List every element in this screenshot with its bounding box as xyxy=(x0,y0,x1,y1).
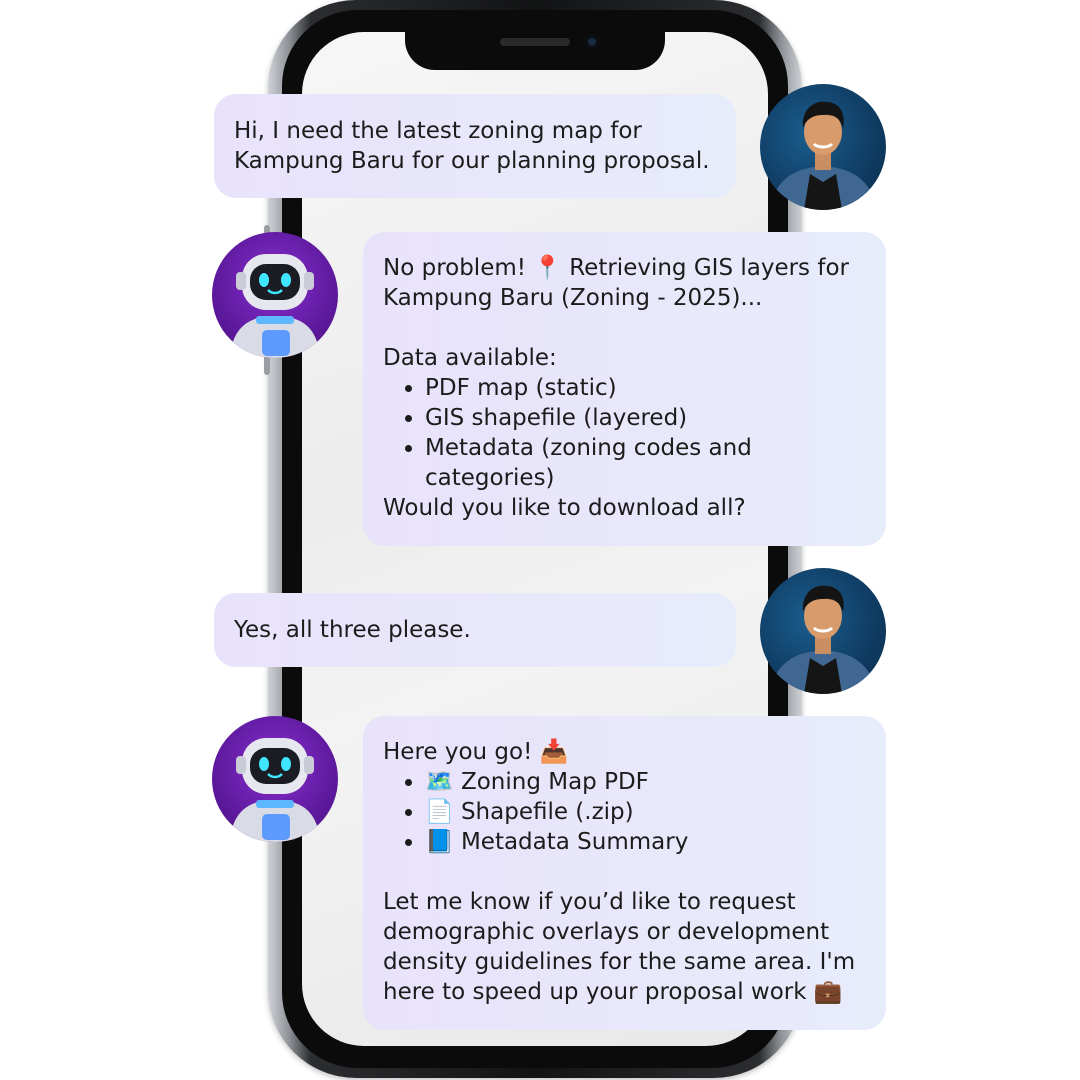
download-link-shapefile[interactable]: 📄 Shapefile (.zip) xyxy=(425,797,866,827)
spacer xyxy=(383,313,866,343)
message-line: Kampung Baru for our planning proposal. xyxy=(234,148,710,174)
message-line: demographic overlays or development xyxy=(383,919,830,945)
data-list: PDF map (static) GIS shapefile (layered)… xyxy=(383,373,866,493)
message-line: Let me know if you’d like to request xyxy=(383,889,796,915)
bot-avatar xyxy=(212,232,338,358)
list-item: Metadata (zoning codes and categories) xyxy=(425,433,755,493)
phone-speaker xyxy=(500,38,570,46)
list-item: GIS shapefile (layered) xyxy=(425,403,866,433)
robot-icon xyxy=(230,254,320,358)
bot-message-bubble: Here you go! 📥 🗺️ Zoning Map PDF 📄 Shape… xyxy=(363,716,886,1030)
bot-avatar xyxy=(212,716,338,842)
user-message-bubble: Hi, I need the latest zoning map for Kam… xyxy=(214,94,736,198)
message-line: Hi, I need the latest zoning map for xyxy=(234,118,642,144)
message-line: here to speed up your proposal work 💼 xyxy=(383,979,843,1005)
data-heading: Data available: xyxy=(383,345,557,371)
message-line: Here you go! 📥 xyxy=(383,739,569,765)
phone-camera xyxy=(585,35,599,49)
download-link-metadata[interactable]: 📘 Metadata Summary xyxy=(425,827,866,857)
user-message-bubble: Yes, all three please. xyxy=(214,593,736,667)
message-line: Yes, all three please. xyxy=(234,617,471,643)
download-link-zoning-map[interactable]: 🗺️ Zoning Map PDF xyxy=(425,767,866,797)
bot-message-bubble: No problem! 📍 Retrieving GIS layers for … xyxy=(363,232,886,546)
download-list: 🗺️ Zoning Map PDF 📄 Shapefile (.zip) 📘 M… xyxy=(383,767,866,857)
message-line: Would you like to download all? xyxy=(383,495,746,521)
message-line: No problem! 📍 Retrieving GIS layers for xyxy=(383,255,849,281)
user-avatar-icon xyxy=(770,101,876,210)
spacer xyxy=(383,857,866,887)
message-line: Kampung Baru (Zoning - 2025)... xyxy=(383,285,763,311)
user-avatar xyxy=(760,568,886,694)
user-avatar xyxy=(760,84,886,210)
message-line: density guidelines for the same area. I'… xyxy=(383,949,856,975)
robot-icon xyxy=(230,738,320,842)
list-item: PDF map (static) xyxy=(425,373,866,403)
user-avatar-icon xyxy=(770,585,876,694)
phone-notch xyxy=(405,22,665,70)
